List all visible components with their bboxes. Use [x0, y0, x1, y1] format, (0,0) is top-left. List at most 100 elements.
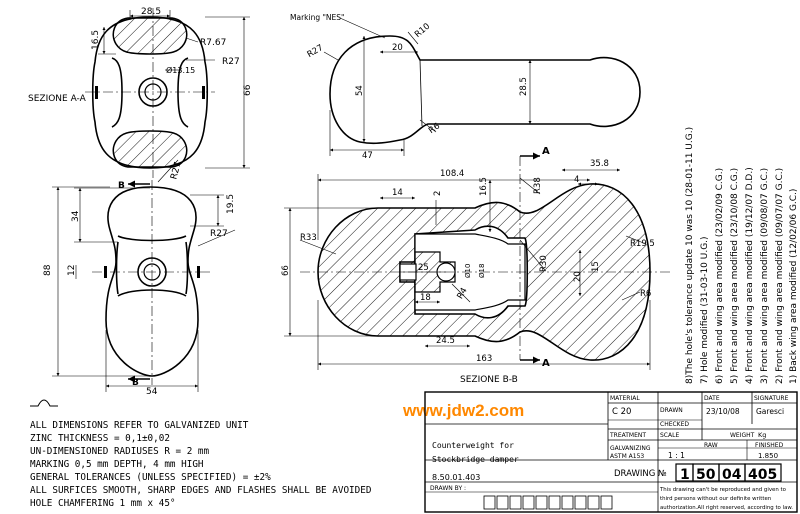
dim-top-285: 28.5	[519, 77, 529, 96]
side-view-centerlines	[92, 180, 212, 385]
drawing-no-4: 405	[748, 467, 777, 483]
dim-bb-r38: R38	[533, 177, 543, 194]
cut-label-a-bottom: A	[542, 358, 550, 369]
top-profile-dimlines	[323, 17, 532, 156]
dim-bb-358: 35.8	[590, 159, 609, 169]
section-bb-view	[317, 183, 651, 361]
revision-1: 1) Back wing area modified (12/02/06 G.C…	[789, 189, 799, 384]
revision-5: 5) Front and wing area modified (23/10/0…	[730, 168, 740, 384]
checked-label: CHECKED	[660, 421, 689, 428]
copyright-1: This drawing can't be reproduced and giv…	[659, 487, 786, 493]
material-value: C 20	[612, 407, 631, 417]
section-aa-upper-hatch	[112, 17, 188, 55]
dim-bb-1084: 108.4	[440, 169, 464, 179]
section-aa-lower-hatch	[112, 130, 188, 168]
drawn-label: DRAWN	[660, 407, 683, 414]
dim-aa-width: 28.5	[141, 7, 161, 17]
drawing-no-1: 1	[680, 467, 690, 483]
dim-top-54: 54	[355, 85, 365, 96]
dim-top-20: 20	[392, 43, 403, 53]
dim-bb-20: 20	[573, 271, 583, 282]
weight-finished: 1.850	[758, 452, 778, 460]
dim-side-88: 88	[43, 264, 53, 276]
dim-bb-18: 18	[420, 293, 431, 303]
revision-6: 6) Front and wing area modified (23/02/0…	[715, 168, 725, 384]
section-aa-centerlines	[85, 8, 215, 178]
part-name-2: Stockbridge damper	[432, 455, 519, 464]
dim-bb-66: 66	[281, 265, 291, 276]
section-aa-outline	[91, 16, 209, 169]
dim-top-r10: R10	[413, 22, 432, 40]
title-block	[424, 391, 798, 513]
side-view-text: 34 19.5 R27 88 12 54 B B	[43, 181, 236, 397]
drawing-no-3: 04	[722, 467, 742, 483]
dim-top-r27: R27	[306, 43, 325, 60]
part-name-1: Counterweight for	[432, 441, 514, 450]
drawing-no-label: DRAWING №	[614, 469, 667, 479]
scale-label: SCALE	[660, 432, 679, 439]
copyright-3: authorization.All right reserved, accord…	[660, 505, 793, 511]
section-bb-centerlines	[300, 156, 670, 360]
side-view-dimlines	[52, 180, 236, 392]
weight-label: WEIGHT	[730, 432, 755, 439]
drawn-signature: Garesci	[756, 407, 784, 416]
dim-bb-d10: Ø10	[464, 264, 472, 278]
section-aa-text: SEZIONE A-A 28.5 16.5 R7.67 R27 Ø13.15 6…	[28, 7, 253, 181]
part-code: 8.50.01.403	[432, 473, 480, 482]
astm-label: ASTM A153	[610, 453, 644, 460]
note-4: MARKING 0,5 mm DEPTH, 4 mm HIGH	[30, 459, 204, 470]
dim-side-195: 19.5	[226, 194, 236, 214]
dim-aa-height: 16.5	[91, 30, 101, 50]
section-bb-label: SEZIONE B-B	[460, 375, 518, 385]
finished-label: FINISHED	[755, 442, 784, 449]
date-label: DATE	[704, 395, 720, 402]
dim-bb-245: 24.5	[436, 336, 455, 346]
revision-2: 2) Front and wing area modified (09/07/0…	[775, 168, 785, 384]
dim-bb-r195: R19.5	[630, 239, 655, 249]
dim-bb-r30: R30	[539, 255, 549, 272]
surface-symbol	[30, 399, 58, 407]
dim-side-12: 12	[67, 265, 77, 276]
weight-unit: Kg	[758, 431, 766, 439]
section-aa-dimlines	[98, 10, 250, 183]
dim-aa-r27: R27	[222, 57, 240, 67]
dim-bb-2: 2	[433, 191, 443, 196]
dim-bb-165: 16.5	[479, 177, 489, 196]
dim-bb-r6: R6	[640, 289, 651, 299]
dim-bb-14: 14	[392, 188, 403, 198]
marking-label: Marking "NES"	[290, 13, 345, 22]
copyright-2: third persons without our definite writt…	[660, 496, 771, 502]
signature-label: SIGNATURE	[754, 395, 789, 402]
treatment-label: TREATMENT	[609, 432, 646, 439]
revision-7: 7) Hole modified (31-03-10 U.G.)	[700, 236, 710, 384]
section-aa-view	[91, 16, 209, 169]
top-profile-outline	[329, 35, 641, 145]
dim-bb-r4: R4	[455, 286, 469, 301]
drawing-no-2: 50	[696, 467, 716, 483]
cut-label-a-top: A	[542, 146, 550, 157]
dim-aa-r27b: R27	[169, 161, 183, 181]
section-aa-label: SEZIONE A-A	[28, 94, 87, 104]
note-5: GENERAL TOLERANCES (UNLESS SPECIFIED) = …	[30, 472, 271, 483]
watermark: www.jdw2.com	[402, 401, 524, 420]
cut-label-b-bottom: B	[132, 378, 139, 388]
top-profile-view	[329, 35, 641, 145]
dim-bb-25: 25	[418, 263, 429, 273]
general-notes: ALL DIMENSIONS REFER TO GALVANIZED UNIT …	[30, 420, 372, 509]
dim-bb-163: 163	[476, 354, 492, 364]
section-bb-text: 108.4 35.8 14 2 16.5 R38 4 R33 R19.5 66 …	[281, 146, 655, 385]
revision-3: 3) Front and wing area modified (09/08/0…	[760, 168, 770, 384]
dim-side-54: 54	[146, 387, 158, 397]
raw-label: RAW	[704, 442, 718, 449]
note-2: ZINC THICKNESS = 0,1±0,02	[30, 433, 170, 444]
side-view-outline	[105, 186, 199, 377]
material-label: MATERIAL	[610, 395, 640, 402]
note-1: ALL DIMENSIONS REFER TO GALVANIZED UNIT	[30, 420, 249, 431]
title-block-text: MATERIAL DATE SIGNATURE C 20 DRAWN 23/10…	[430, 395, 793, 511]
dim-aa-66: 66	[243, 84, 253, 96]
dim-bb-15: 15	[591, 261, 601, 272]
revision-4: 4) Front and wing area modified (19/12/0…	[745, 167, 755, 384]
dim-side-34: 34	[71, 210, 81, 222]
dim-bb-r33: R33	[300, 233, 317, 243]
